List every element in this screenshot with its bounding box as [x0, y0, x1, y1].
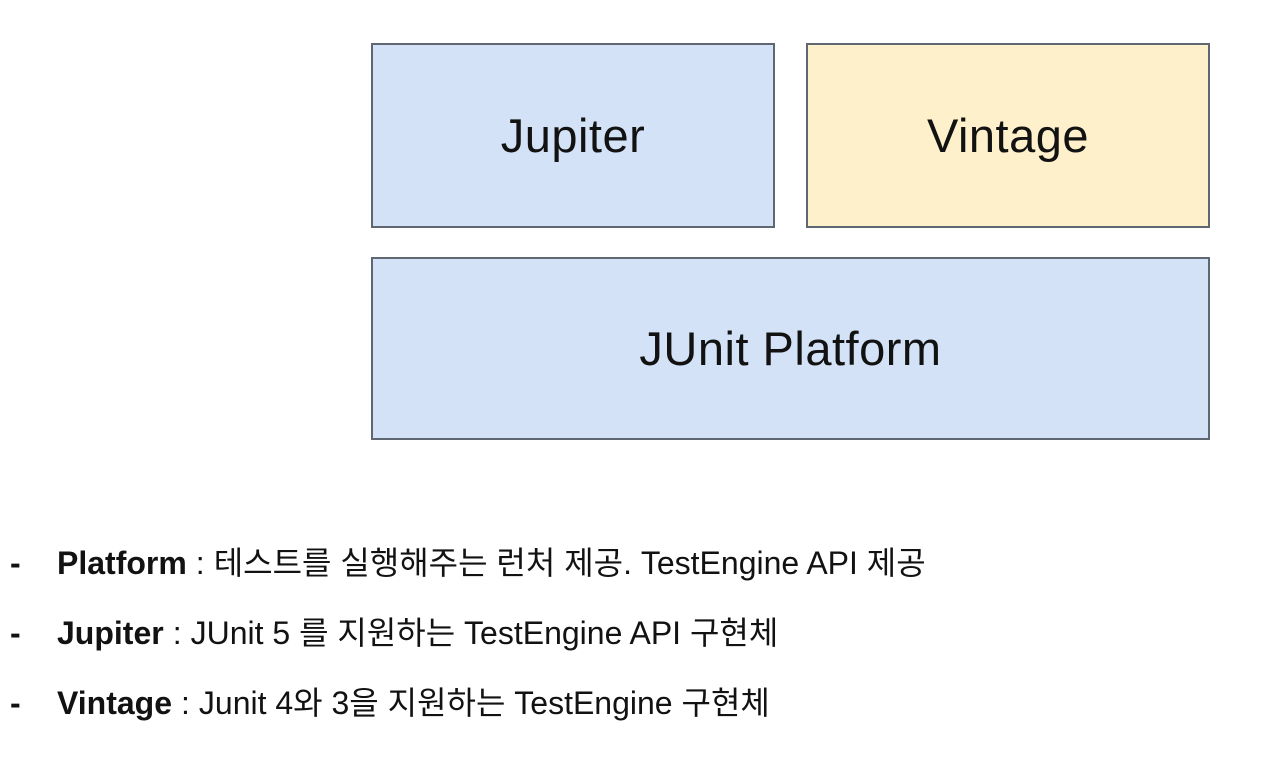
bullet-term: Platform	[57, 545, 187, 581]
bullet-marker: -	[10, 615, 21, 651]
bullet-term: Jupiter	[57, 615, 164, 651]
bullet-list: - Platform : 테스트를 실행해주는 런처 제공. TestEngin…	[10, 544, 926, 754]
bullet-description: JUnit 5 를 지원하는 TestEngine API 구현체	[190, 615, 779, 651]
bullet-separator: :	[172, 615, 182, 651]
jupiter-box-label: Jupiter	[500, 109, 646, 162]
vintage-box-label: Vintage	[926, 109, 1090, 162]
bullet-marker: -	[10, 685, 21, 721]
bullet-description: Junit 4와 3을 지원하는 TestEngine 구현체	[198, 685, 770, 721]
bullet-separator: :	[181, 685, 190, 721]
vintage-box: Vintage	[806, 43, 1210, 228]
junit-platform-box: JUnit Platform	[371, 257, 1210, 440]
junit-platform-box-label: JUnit Platform	[639, 322, 942, 375]
bullet-item-vintage: - Vintage : Junit 4와 3을 지원하는 TestEngine …	[10, 684, 926, 722]
bullet-term: Vintage	[57, 685, 172, 721]
bullet-item-platform: - Platform : 테스트를 실행해주는 런처 제공. TestEngin…	[10, 544, 926, 582]
jupiter-box: Jupiter	[371, 43, 775, 228]
bullet-separator: :	[195, 545, 205, 581]
bullet-description: 테스트를 실행해주는 런처 제공. TestEngine API 제공	[213, 545, 926, 581]
bullet-marker: -	[10, 545, 21, 581]
bullet-item-jupiter: - Jupiter : JUnit 5 를 지원하는 TestEngine AP…	[10, 614, 926, 652]
